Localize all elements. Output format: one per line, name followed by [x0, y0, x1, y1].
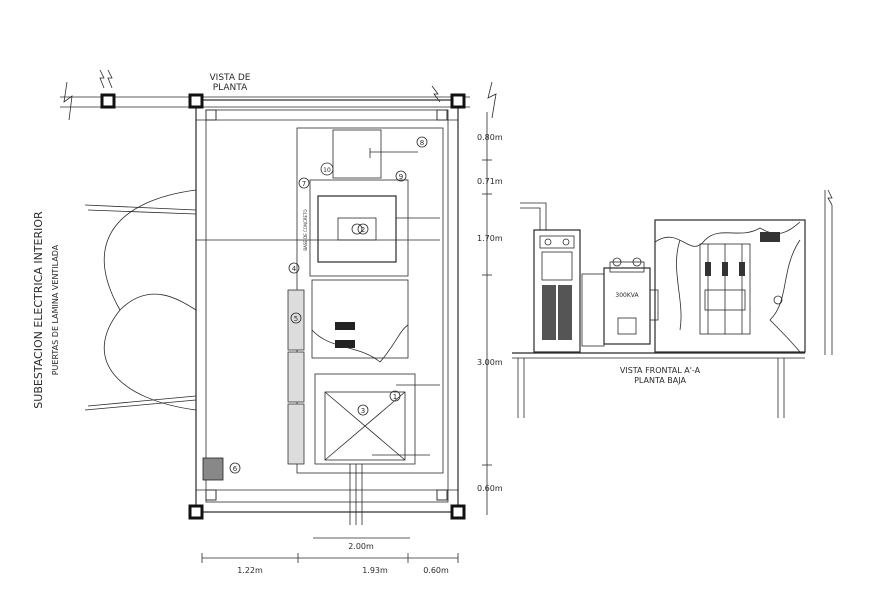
meter-cabinet [520, 202, 581, 353]
column-1 [100, 93, 116, 109]
front-view: 300KVA VISTA FRONTAL A'-A PLANTA BAJA [512, 189, 833, 418]
marker-1: 1 [393, 393, 397, 401]
top-wall-breaks [60, 69, 497, 121]
transformer-rating: 300KVA [615, 292, 639, 299]
marker-10: 10 [323, 167, 331, 174]
marker-6: 6 [233, 465, 238, 473]
dim-h-2: 1.93m [362, 566, 388, 575]
dim-v-4: 3.00m [477, 358, 503, 367]
dim-inner: 2.00m [348, 542, 374, 551]
dim-h-3: 0.60m [423, 566, 449, 575]
horizontal-dimensions: 2.00m 1.22m 1.93m 0.60m [201, 537, 459, 575]
ventilated-doors [84, 120, 440, 500]
column-2 [188, 93, 204, 109]
marker-3: 3 [361, 407, 365, 415]
callout-markers: 1 2 3 4 5 6 7 8 9 10 [229, 136, 428, 474]
breaker-2 [335, 340, 355, 348]
outer-walls [195, 99, 459, 513]
column-5 [450, 504, 466, 520]
transformer-plan [317, 195, 397, 263]
column-4 [188, 504, 204, 520]
marker-8: 8 [420, 139, 424, 147]
marker-7: 7 [302, 180, 306, 188]
transformer-front: 300KVA [581, 257, 659, 347]
switchgear-plan [324, 391, 406, 461]
base-label: BASE DE CONCRETO [303, 209, 308, 250]
dim-v-3: 1.70m [477, 234, 503, 243]
ground-grid [202, 457, 224, 481]
plan-view: VISTA DE PLANTA [32, 69, 503, 575]
dim-v-1: 0.80m [477, 133, 503, 142]
breaker-1 [335, 322, 355, 330]
plan-title-line1: VISTA DE [210, 73, 251, 83]
structural-columns [100, 93, 466, 520]
dim-v-2: 0.71m [477, 177, 503, 186]
marker-2: 2 [361, 226, 365, 234]
side-title: SUBESTACION ELECTRICA INTERIOR [32, 211, 45, 409]
marker-9: 9 [399, 173, 403, 181]
vertical-dimensions: 0.80m 0.71m 1.70m 3.00m 0.60m [477, 112, 503, 515]
front-title-line2: PLANTA BAJA [634, 376, 686, 385]
side-subtitle: PUERTAS DE LAMINA VENTILADA [51, 244, 60, 375]
dim-h-1: 1.22m [237, 566, 263, 575]
equipment-room: BASE DE CONCRETO [202, 127, 444, 525]
marker-4: 4 [292, 265, 297, 273]
column-3 [450, 93, 466, 109]
plan-title-line2: PLANTA [213, 83, 248, 93]
front-title-line1: VISTA FRONTAL A'-A [620, 366, 701, 375]
marker-5: 5 [294, 315, 298, 323]
switchgear-front [654, 219, 806, 353]
dim-v-5: 0.60m [477, 484, 503, 493]
